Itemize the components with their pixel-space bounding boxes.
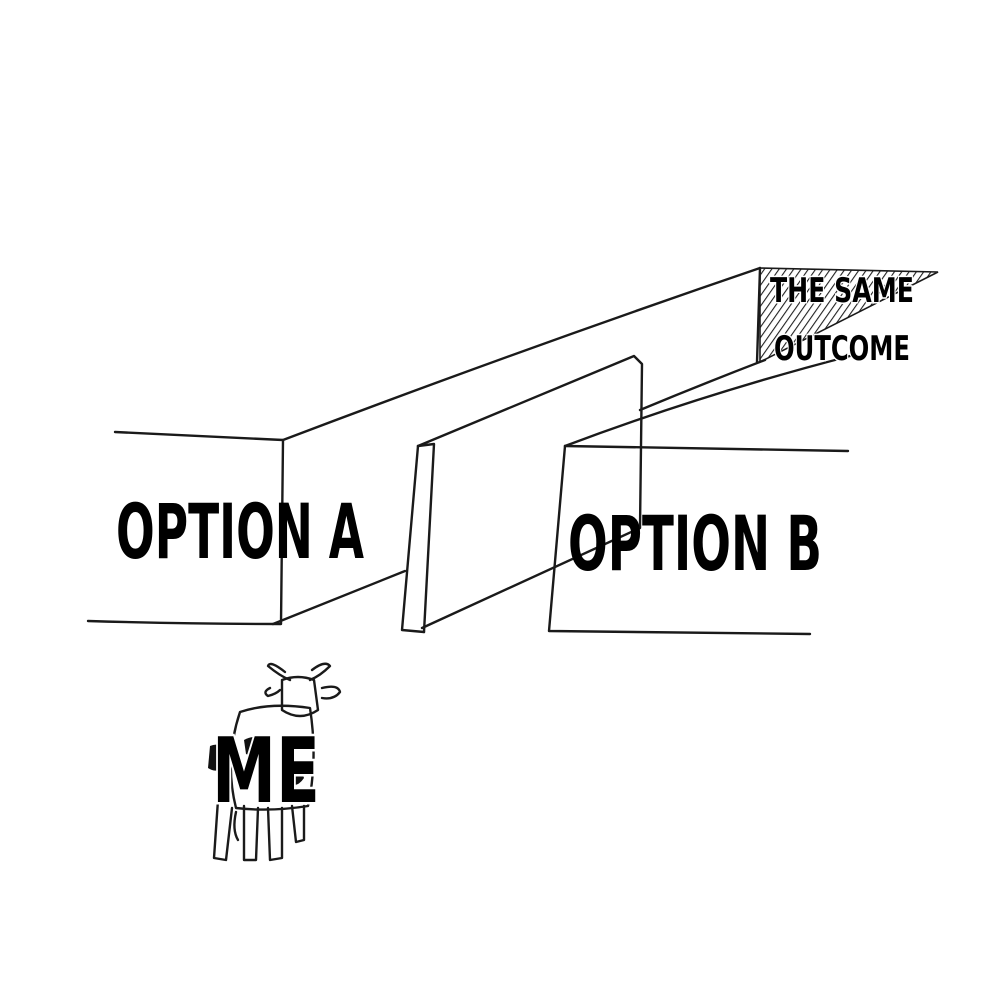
corridor-exit	[755, 266, 939, 364]
me-label: ME	[212, 719, 320, 824]
divider-wall	[400, 354, 767, 634]
right-block	[547, 354, 852, 636]
option-a-label: OPTION A	[116, 487, 364, 576]
option-b-label: OPTION B	[568, 499, 822, 588]
cow-figure	[208, 662, 342, 862]
outcome-label-line1: THE SAME	[770, 271, 914, 311]
outcome-label-line2: OUTCOME	[774, 329, 910, 369]
left-block	[86, 266, 762, 626]
